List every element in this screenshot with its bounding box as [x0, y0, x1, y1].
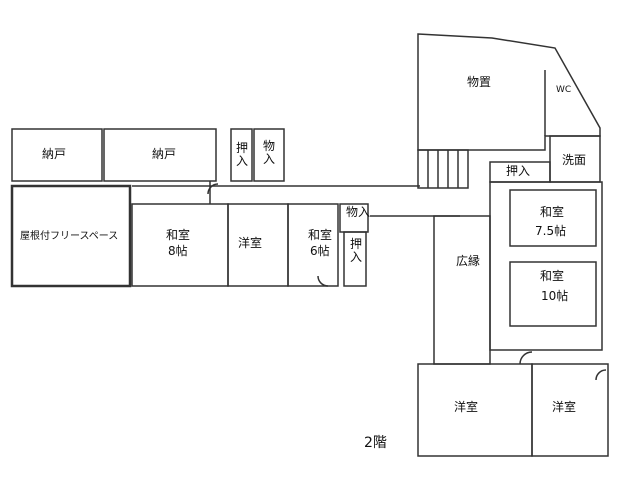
youshitsu-3-room — [531, 363, 609, 457]
room-label-washitsu-6-name: 和室 — [308, 228, 333, 242]
room-label-wc: WC — [556, 85, 572, 95]
room-label-youshitsu-3: 洋室 — [552, 400, 577, 414]
room-label-senmen: 洗面 — [562, 153, 587, 167]
room-label-washitsu-10-name: 和室 — [540, 269, 565, 283]
washitsu-6-room — [287, 203, 339, 287]
room-label-monooki: 物置 — [467, 75, 492, 89]
room-label-washitsu-75-size: 7.5帖 — [535, 224, 567, 238]
nando-1-room — [11, 128, 103, 182]
room-label-oshiire-right: 押入 — [506, 164, 531, 178]
room-label-washitsu-6-size: 6帖 — [310, 244, 330, 258]
room-label-monoire-mid: 物入 — [346, 205, 371, 219]
monooki-room — [417, 33, 601, 151]
washitsu-10-room — [509, 261, 597, 327]
room-label-washitsu-10-size: 10帖 — [541, 289, 569, 303]
room-label-oshiire-top: 押入 — [235, 141, 248, 168]
room-label-youshitsu-2: 洋室 — [454, 400, 479, 414]
yane-free-space — [10, 184, 132, 288]
monoire-top-closet — [253, 128, 285, 182]
room-label-washitsu-75-name: 和室 — [540, 205, 565, 219]
room-label-nando-1: 納戸 — [42, 147, 67, 161]
oshiire-mid-closet — [343, 231, 367, 287]
room-label-youshitsu-1: 洋室 — [238, 236, 263, 250]
room-label-oshiire-mid: 押入 — [349, 237, 362, 264]
oshiire-top-closet — [230, 128, 253, 182]
room-label-yane-free-space: 屋根付フリースペース — [20, 231, 119, 242]
floor-label: 2階 — [364, 435, 387, 451]
nando-2-room — [103, 128, 217, 182]
washitsu-75-room — [509, 189, 597, 247]
staircase — [417, 149, 469, 189]
room-label-hiroen: 広縁 — [456, 254, 481, 268]
hiroen-veranda — [433, 215, 491, 365]
room-label-washitsu-8-size: 8帖 — [168, 244, 188, 258]
room-label-monoire-top: 物入 — [262, 139, 275, 166]
room-label-washitsu-8-name: 和室 — [166, 228, 191, 242]
room-label-nando-2: 納戸 — [152, 147, 177, 161]
